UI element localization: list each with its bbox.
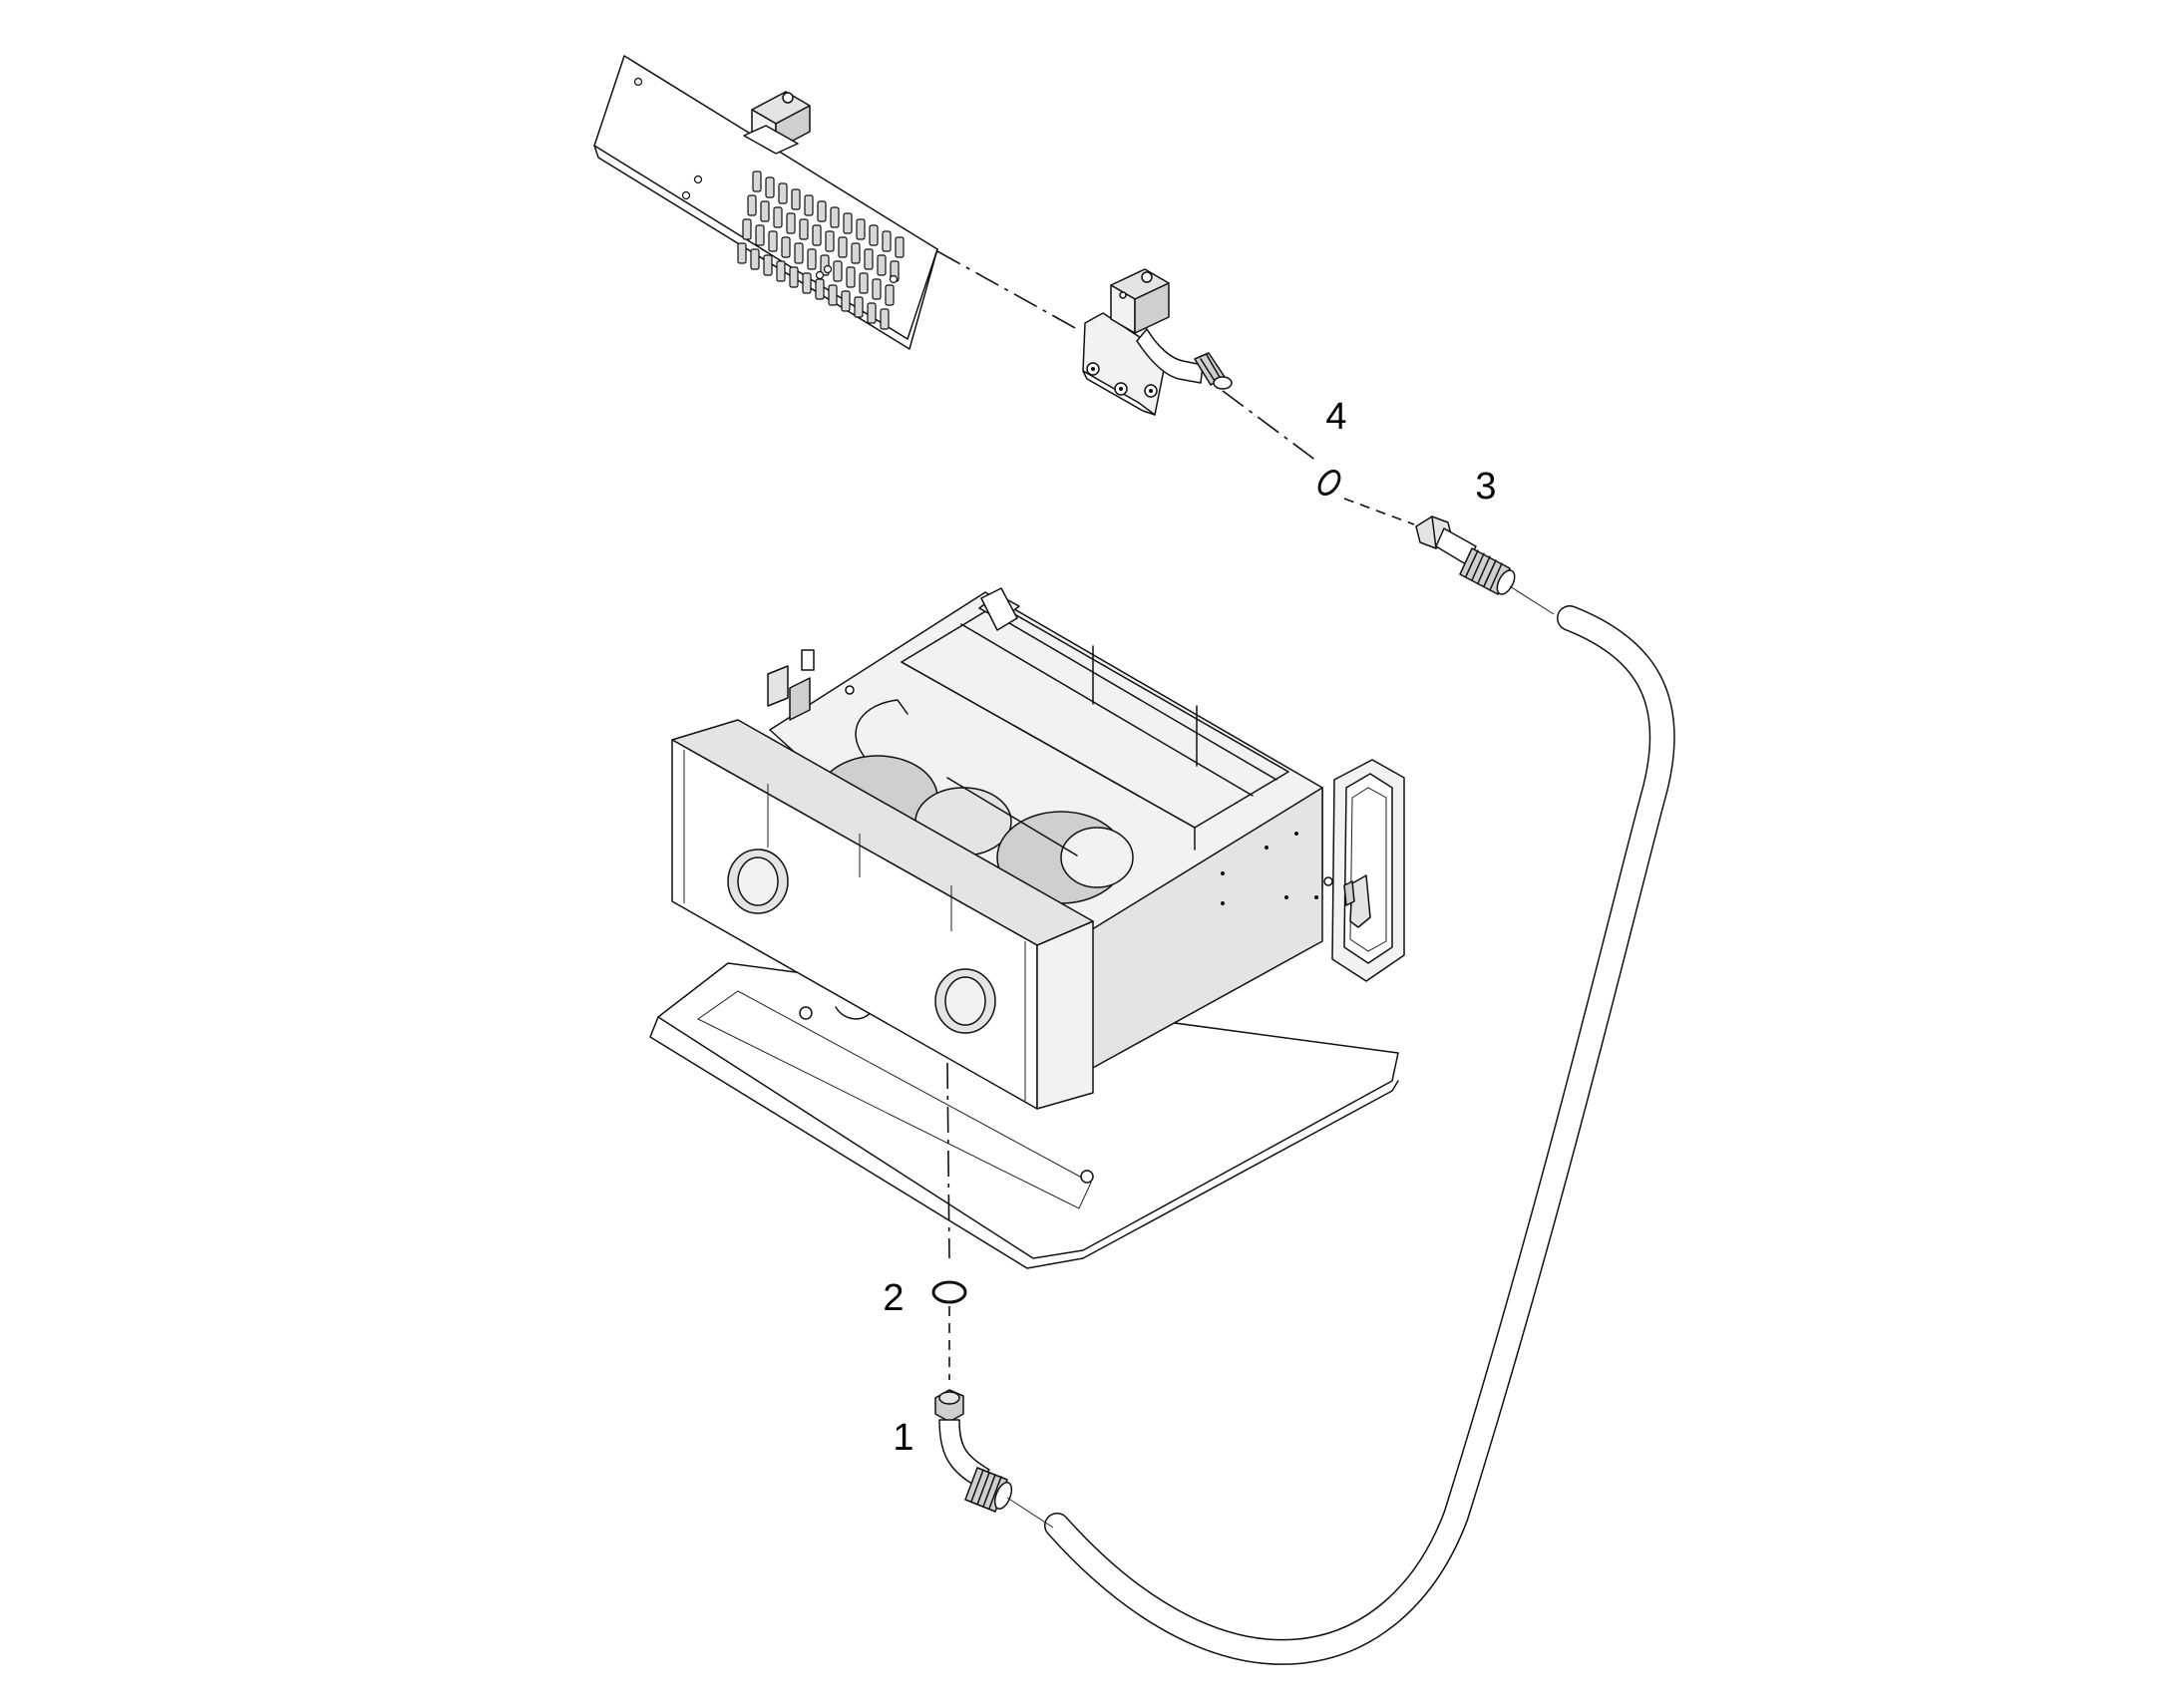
grille-plate: [593, 55, 938, 350]
blower-assembly: [817, 699, 1134, 904]
end-cover-panel: [1323, 759, 1405, 982]
part-3-fitting: [1415, 515, 1516, 595]
top-right-brackets: [978, 587, 1020, 631]
assembly-line-plate: [936, 250, 1078, 330]
assembly-line-oring: [1343, 498, 1415, 525]
assembly-line-valve: [1222, 390, 1317, 462]
assembly-line-heater: [946, 1062, 950, 1259]
part-1-elbow-fitting: [934, 1389, 1013, 1513]
base-plate: [649, 962, 1399, 1269]
part-2-oring: [931, 1280, 967, 1304]
hose: [1044, 605, 1675, 1665]
assembly-line-elbow-hose: [1006, 1497, 1054, 1529]
port-left: [727, 849, 789, 914]
plate-screws: [633, 77, 899, 284]
plate-valve-block: [743, 91, 811, 155]
callout-1: 1: [893, 1417, 913, 1459]
port-right: [934, 968, 996, 1034]
callout-2: 2: [883, 1277, 904, 1319]
part-4-oring: [1317, 469, 1341, 497]
top-left-components: [767, 649, 855, 721]
valve-bracket-assembly: [1082, 268, 1233, 416]
side-rivets: [1221, 832, 1318, 905]
callout-4: 4: [1325, 396, 1346, 438]
assembly-line-fitting-hose: [1509, 585, 1555, 615]
heater-unit: [649, 587, 1405, 1269]
callout-3: 3: [1475, 466, 1496, 508]
vent-slots: [737, 171, 905, 330]
valve-outlet-fitting: [1194, 352, 1233, 390]
